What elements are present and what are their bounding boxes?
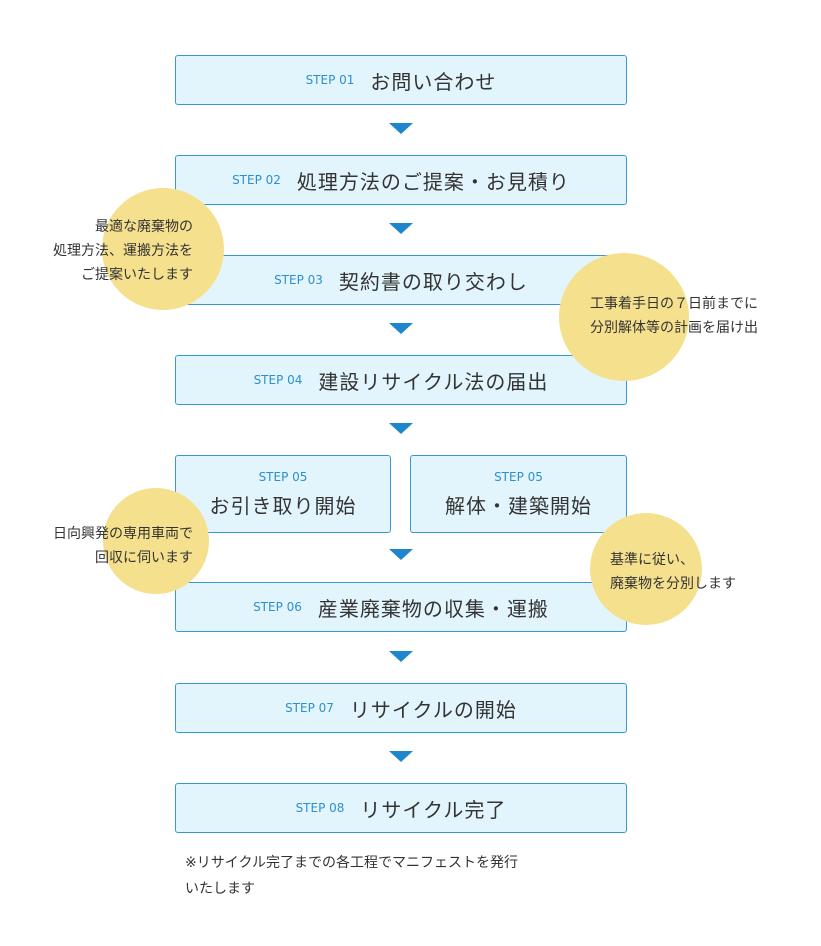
note-collection: 日向興発の専用車両で 回収に伺います <box>53 522 193 570</box>
note-bubble-sorting <box>590 513 702 625</box>
arrow-down-icon <box>389 751 413 762</box>
step-02-title: 処理方法のご提案・お見積り <box>296 169 570 194</box>
note-line: 最適な廃棄物の <box>95 219 193 235</box>
step-03-number: STEP 03 <box>274 273 323 287</box>
arrow-down-icon <box>389 223 413 234</box>
arrow-down-icon <box>389 549 413 560</box>
step-05-pickup-box: STEP 05 お引き取り開始 <box>175 455 391 533</box>
step-04-box: STEP 04 建設リサイクル法の届出 <box>175 355 627 405</box>
note-line: ご提案いたします <box>81 267 193 283</box>
note-bubble-proposal <box>102 188 224 310</box>
footer-line: ※リサイクル完了までの各工程でマニフェストを発行 <box>185 855 519 871</box>
step-07-title: リサイクルの開始 <box>349 697 517 722</box>
note-bubble-collection <box>103 488 209 594</box>
step-05-demolition-box: STEP 05 解体・建築開始 <box>410 455 627 533</box>
note-bubble-notification <box>559 253 689 381</box>
step-06-box: STEP 06 産業廃棄物の収集・運搬 <box>175 582 627 632</box>
note-line: 廃棄物を分別します <box>610 576 736 592</box>
note-line: 日向興発の専用車両で <box>53 526 193 542</box>
footer-note: ※リサイクル完了までの各工程でマニフェストを発行 いたします <box>185 850 518 902</box>
step-05-demolition-title: 解体・建築開始 <box>445 493 592 518</box>
note-line: 工事着手日の７日前までに <box>590 296 758 312</box>
step-05-pickup-number: STEP 05 <box>258 469 308 484</box>
step-03-box: STEP 03 契約書の取り交わし <box>175 255 627 305</box>
step-04-number: STEP 04 <box>253 373 303 387</box>
step-04-title: 建設リサイクル法の届出 <box>318 369 549 394</box>
step-01-number: STEP 01 <box>305 73 355 87</box>
note-sorting: 基準に従い、 廃棄物を分別します <box>610 548 736 596</box>
step-07-number: STEP 07 <box>285 701 334 715</box>
step-05-demolition-number: STEP 05 <box>494 469 543 484</box>
arrow-down-icon <box>389 423 413 434</box>
step-03-title: 契約書の取り交わし <box>338 269 528 294</box>
footer-line: いたします <box>185 881 255 897</box>
step-06-number: STEP 06 <box>253 600 302 614</box>
note-notification: 工事着手日の７日前までに 分別解体等の計画を届け出 <box>590 292 758 340</box>
step-08-number: STEP 08 <box>295 801 345 815</box>
step-06-title: 産業廃棄物の収集・運搬 <box>317 596 549 621</box>
step-01-title: お問い合わせ <box>370 69 497 94</box>
step-05-pickup-title: お引き取り開始 <box>209 493 357 518</box>
step-02-number: STEP 02 <box>232 173 281 187</box>
arrow-down-icon <box>389 123 413 134</box>
arrow-down-icon <box>389 323 413 334</box>
note-line: 処理方法、運搬方法を <box>53 243 193 259</box>
step-08-box: STEP 08 リサイクル完了 <box>175 783 627 833</box>
step-01-box: STEP 01 お問い合わせ <box>175 55 627 105</box>
note-line: 回収に伺います <box>95 550 193 566</box>
note-line: 基準に従い、 <box>610 552 694 568</box>
note-proposal: 最適な廃棄物の 処理方法、運搬方法を ご提案いたします <box>53 215 193 287</box>
step-02-box: STEP 02 処理方法のご提案・お見積り <box>175 155 627 205</box>
arrow-down-icon <box>389 651 413 662</box>
step-07-box: STEP 07 リサイクルの開始 <box>175 683 627 733</box>
step-08-title: リサイクル完了 <box>360 797 507 822</box>
note-line: 分別解体等の計画を届け出 <box>590 320 758 336</box>
